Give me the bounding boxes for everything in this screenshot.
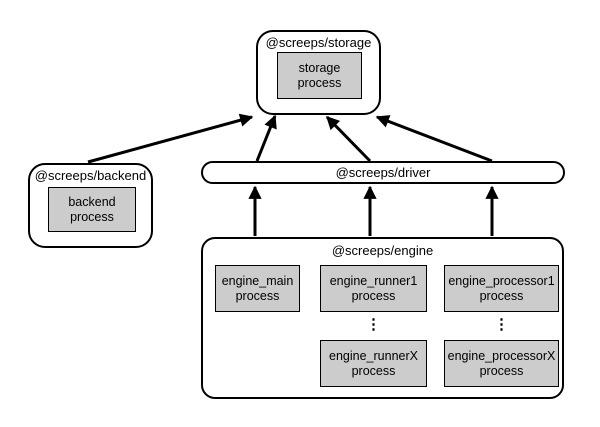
process-engine-main-line1: engine_main [221, 273, 294, 288]
arrow-driver-right-to-storage [375, 115, 493, 163]
process-engine-processorX-line1: engine_processorX [447, 348, 556, 363]
process-box-engine-runnerX: engine_runnerX process [320, 340, 427, 387]
process-box-storage: storage process [277, 52, 362, 99]
package-engine: @screeps/engine engine_main process engi… [201, 237, 564, 399]
arrow-driver-mid-to-storage [325, 115, 372, 163]
process-box-engine-runner1: engine_runner1 process [320, 265, 427, 312]
runner-ellipsis: ⋮ [366, 316, 381, 333]
package-driver-title: @screeps/driver [335, 165, 431, 180]
process-backend-line2: process [70, 209, 114, 224]
process-engine-processorX-line2: process [479, 363, 524, 378]
package-storage-title: @screeps/storage [265, 35, 372, 50]
process-engine-runner1-line2: process [351, 288, 396, 303]
process-storage-line1: storage [298, 60, 341, 75]
package-storage: @screeps/storage storage process [256, 30, 381, 115]
process-storage-line2: process [297, 75, 342, 90]
arrow-backend-to-storage [87, 113, 254, 164]
process-engine-processor1-line2: process [479, 288, 524, 303]
process-engine-runnerX-line1: engine_runnerX [329, 348, 418, 363]
package-driver: @screeps/driver [201, 161, 565, 184]
process-box-backend: backend process [48, 187, 136, 232]
process-engine-processor1-line1: engine_processor1 [448, 273, 555, 288]
process-box-engine-processorX: engine_processorX process [444, 340, 559, 387]
process-engine-runner1-line1: engine_runner1 [329, 273, 418, 288]
package-backend-title: @screeps/backend [34, 168, 147, 183]
package-engine-title: @screeps/engine [331, 243, 434, 258]
process-box-engine-main: engine_main process [215, 265, 300, 312]
process-engine-main-line2: process [235, 288, 280, 303]
processor-ellipsis: ⋮ [494, 316, 509, 333]
process-engine-runnerX-line2: process [351, 363, 396, 378]
arrow-driver-left-to-storage [255, 114, 277, 162]
process-box-engine-processor1: engine_processor1 process [444, 265, 559, 312]
package-backend: @screeps/backend backend process [28, 163, 153, 248]
process-backend-line1: backend [68, 194, 116, 209]
